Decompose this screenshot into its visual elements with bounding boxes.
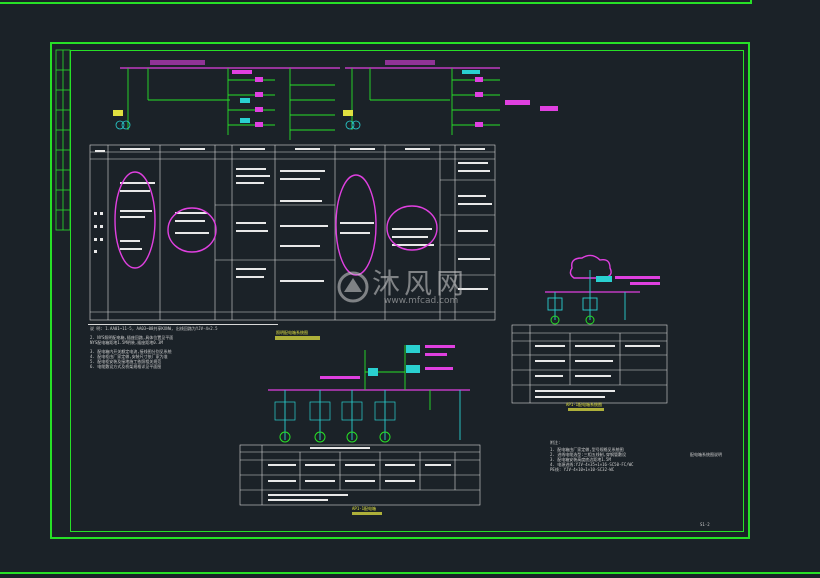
lower-sheet-border: [0, 572, 820, 574]
transformer-right: [345, 120, 361, 130]
note-line: NYS配电箱距地1.5M明装,插座距地0.3M: [90, 340, 163, 345]
right-branches: [547, 270, 626, 320]
note-line: PE线: YJV-4×10+1×10-SC32-WC: [550, 467, 615, 472]
note-line: 6. 电缆敷设方式及桥架规格详见平面图: [90, 364, 162, 369]
watermark-brand: 沐风网: [372, 267, 469, 300]
lower-caption-bar: [352, 512, 382, 515]
note-line: 3. 配电箱内开关额定电流,接线图分别见系统: [90, 349, 172, 354]
bottom-center-caption: AP1-1配电箱: [352, 506, 377, 511]
center-devices: [368, 345, 420, 376]
right-motors: [550, 315, 595, 325]
note-line: 2. NYS照明配电箱,插座回路,具体位置见平面: [90, 335, 174, 340]
right-table-text: [535, 345, 660, 398]
note-line: 5. 配电柜安装及接地施工依照相关规范: [90, 359, 162, 364]
center-system-title: 照明配电箱系统图: [276, 330, 308, 335]
note-line: 4. 配电柜由厂家定做,安装尺寸依厂家为准: [90, 354, 168, 359]
meter-right: [462, 70, 480, 74]
schedule-table-text: [94, 148, 492, 290]
right-panel-title: AP1-1配电箱系统图: [566, 402, 603, 407]
transformer-left: [115, 120, 131, 130]
note-line: 3. 配电箱安装高度底边距地1.5M: [550, 457, 611, 462]
meters-left: [240, 98, 250, 123]
notes-divider: [88, 324, 278, 325]
breakers-right: [475, 77, 558, 127]
feeder-lines-left: [127, 68, 335, 140]
center-motors: [279, 431, 391, 443]
lower-table-text: [268, 447, 451, 501]
right-table: [511, 324, 668, 404]
breakers-left: [232, 70, 263, 127]
center-title-bar: [275, 336, 320, 340]
right-meter: [596, 276, 612, 282]
meter-box-right: [343, 110, 353, 116]
center-branch-boxes: [274, 401, 396, 421]
center-labels: [320, 345, 455, 379]
notes-left: 说 明: 1.AA01~11-5, AA03~08共享KXNW, 出线回路为YJ…: [90, 326, 218, 369]
note-line: 1. 配电箱由厂家定做,型号规格见系统图: [550, 447, 624, 452]
bus-label-right: [385, 60, 435, 65]
lower-table: [239, 444, 481, 506]
revision-clouds: [114, 171, 612, 279]
center-feeders: [364, 345, 431, 410]
watermark-url: www.mfcad.com: [384, 296, 459, 306]
meter-box-left: [113, 110, 123, 116]
upper-sheet-border: [0, 0, 752, 4]
center-branches: [284, 390, 461, 440]
right-caption-bar: [568, 408, 604, 411]
schedule-table: [89, 144, 496, 321]
watermark-logo-icon: [336, 270, 370, 304]
note-line: 说 明: 1.AA01~11-5, AA03~08共享KXNW, 出线回路为YJ…: [90, 326, 218, 331]
drawing-sheet: [50, 42, 750, 539]
note-line: 2. 进线电缆选型:三相五线制,穿钢管敷设: [550, 452, 627, 457]
note-line: 4. 电源进线:YJV-4×35+1×16-SC50-FC/WC: [550, 462, 634, 467]
drawing-inner-frame: [70, 50, 744, 532]
notes-heading: 附注:: [550, 440, 561, 445]
left-title-strip: [55, 49, 71, 231]
sheet-code: S1-2: [700, 522, 710, 527]
right-bottom-label: 配电箱系统图说明: [690, 452, 722, 457]
right-labels: [615, 276, 660, 285]
notes-right: 附注: 1. 配电箱由厂家定做,型号规格见系统图 2. 进线电缆选型:三相五线制…: [550, 440, 633, 472]
bus-label-left: [150, 60, 205, 65]
